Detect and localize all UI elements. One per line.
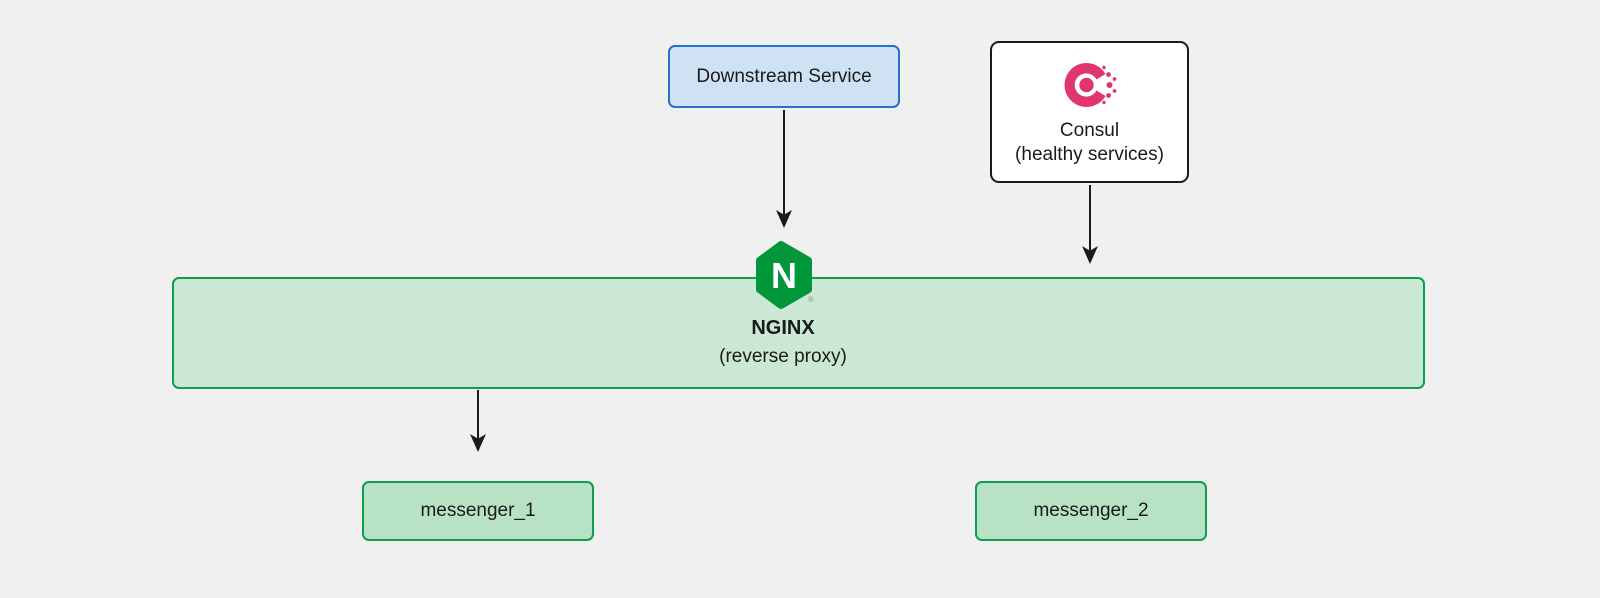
nginx-logo-letter: N — [771, 255, 797, 296]
nginx-hexagon-logo-icon: N ® — [756, 241, 814, 309]
nginx-label-group: NGINX (reverse proxy) — [633, 313, 933, 372]
nginx-trademark-mark: ® — [808, 295, 814, 304]
messenger-1-label: messenger_1 — [420, 500, 536, 522]
downstream-service-label: Downstream Service — [696, 65, 872, 87]
node-downstream-service[interactable]: Downstream Service — [668, 45, 900, 108]
consul-label-secondary: (healthy services) — [1015, 143, 1164, 165]
messenger-2-label: messenger_2 — [1033, 500, 1149, 522]
consul-logo-icon — [1064, 63, 1116, 107]
nginx-label-subtitle: (reverse proxy) — [719, 346, 847, 367]
node-consul[interactable]: Consul (healthy services) — [990, 41, 1189, 183]
node-messenger-2[interactable]: messenger_2 — [975, 481, 1207, 541]
nginx-label-title: NGINX — [751, 317, 815, 339]
consul-label-primary: Consul — [1059, 120, 1120, 141]
node-messenger-1[interactable]: messenger_1 — [362, 481, 594, 541]
